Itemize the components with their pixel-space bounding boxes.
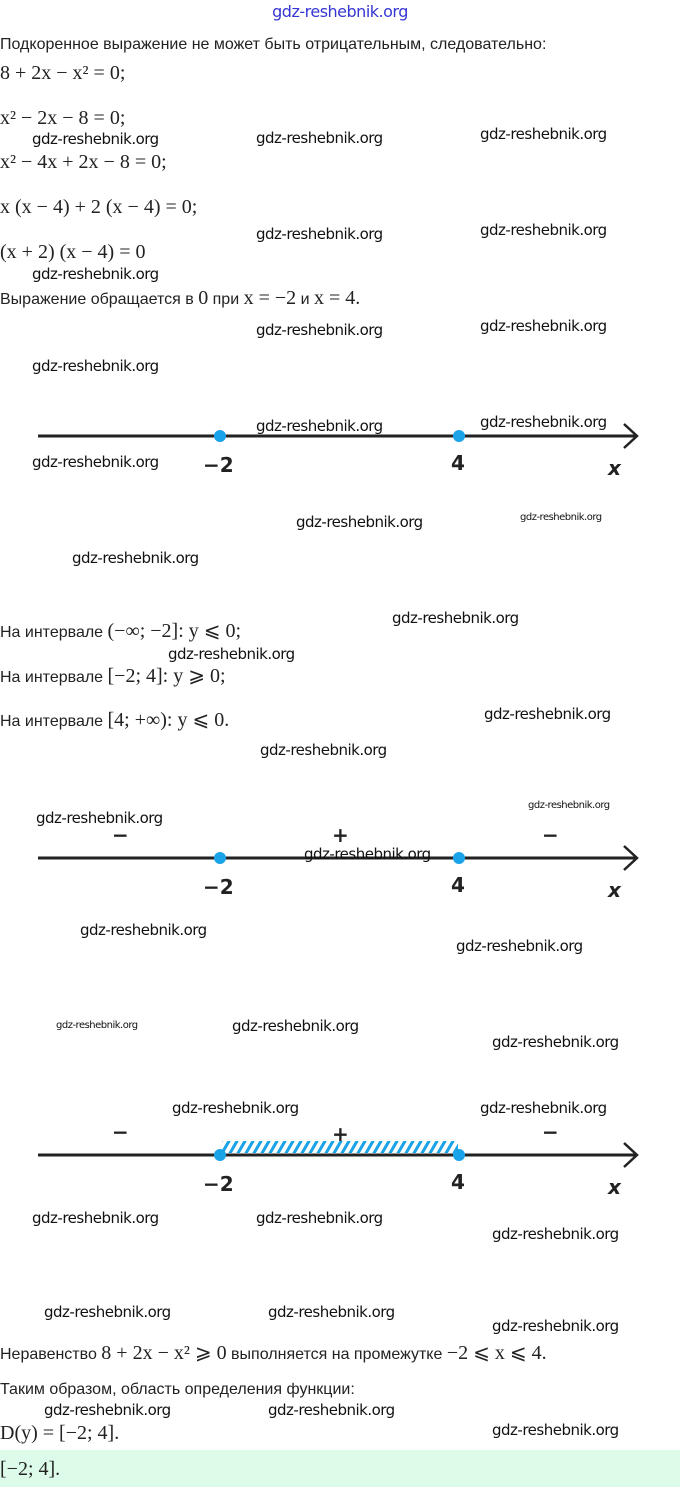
watermark: gdz-reshebnik.org — [520, 512, 602, 523]
watermark: gdz-reshebnik.org — [492, 1421, 619, 1439]
math: x = −2 — [243, 287, 297, 309]
text: и — [296, 291, 314, 308]
watermark: gdz-reshebnik.org — [304, 845, 431, 863]
watermark: gdz-reshebnik.org — [492, 1225, 619, 1243]
sign-2: + — [332, 1122, 349, 1146]
watermark: gdz-reshebnik.org — [32, 130, 159, 148]
watermark: gdz-reshebnik.org — [80, 921, 207, 939]
hatched-interval — [222, 1141, 458, 1153]
watermark: gdz-reshebnik.org — [32, 1209, 159, 1227]
label-minus-2: −2 — [203, 875, 234, 899]
watermark: gdz-reshebnik.org — [484, 705, 611, 723]
label-x: x — [607, 878, 622, 902]
watermark: gdz-reshebnik.org — [44, 1401, 171, 1419]
watermark: gdz-reshebnik.org — [528, 800, 610, 811]
watermark: gdz-reshebnik.org — [256, 417, 383, 435]
watermark: gdz-reshebnik.org — [32, 357, 159, 375]
interval-1: На интервале (−∞; −2]: y ⩽ 0; — [0, 620, 241, 644]
domain-result: D(y) = [−2; 4]. — [0, 1422, 120, 1444]
watermark: gdz-reshebnik.org — [480, 317, 607, 335]
axis-arrow — [623, 423, 639, 449]
point-4 — [453, 1149, 465, 1161]
label-minus-2: −2 — [203, 1172, 234, 1196]
watermark: gdz-reshebnik.org — [492, 1317, 619, 1335]
sign-2: + — [332, 823, 349, 847]
label-4: 4 — [451, 873, 465, 897]
watermark: gdz-reshebnik.org — [480, 125, 607, 143]
watermark: gdz-reshebnik.org — [260, 741, 387, 759]
watermark: gdz-reshebnik.org — [480, 1099, 607, 1117]
watermark: gdz-reshebnik.org — [268, 1401, 395, 1419]
equation-3: x² − 4x + 2x − 8 = 0; — [0, 151, 167, 173]
watermark: gdz-reshebnik.org — [72, 549, 199, 567]
sign-1: − — [112, 823, 129, 847]
watermark: gdz-reshebnik.org — [36, 809, 163, 827]
watermark: gdz-reshebnik.org — [256, 1209, 383, 1227]
watermark: gdz-reshebnik.org — [256, 129, 383, 147]
number-line-1: −2 4 x — [38, 423, 639, 480]
point-minus-2 — [214, 852, 226, 864]
conclusion-text: Таким образом, область определения функц… — [0, 1381, 355, 1398]
label-x: x — [607, 1175, 622, 1199]
equation-4: x (x − 4) + 2 (x − 4) = 0; — [0, 196, 198, 218]
watermark: gdz-reshebnik.org — [44, 1303, 171, 1321]
interval-3: На интервале [4; +∞): y ⩽ 0. — [0, 709, 229, 733]
label-minus-2: −2 — [203, 453, 234, 477]
watermark: gdz-reshebnik.org — [480, 221, 607, 239]
watermark: gdz-reshebnik.org — [168, 645, 295, 663]
watermark: gdz-reshebnik.org — [232, 1017, 359, 1035]
sign-1: − — [112, 1120, 129, 1144]
equation-5: (x + 2) (x − 4) = 0 — [0, 241, 146, 263]
label-4: 4 — [451, 451, 465, 475]
equation-1: 8 + 2x − x² = 0; — [0, 62, 126, 84]
text: выполняется на промежутке — [226, 1346, 447, 1363]
text: На интервале — [0, 624, 108, 641]
answer-box: [−2; 4]. — [0, 1450, 680, 1487]
text: На интервале — [0, 669, 108, 686]
math: −2 ⩽ x ⩽ 4. — [446, 1342, 547, 1364]
equation-2: x² − 2x − 8 = 0; — [0, 107, 126, 129]
watermark: gdz-reshebnik.org — [480, 413, 607, 431]
text: при — [208, 291, 244, 308]
watermark: gdz-reshebnik.org — [456, 937, 583, 955]
math: [−2; 4]: y ⩾ 0; — [107, 665, 226, 687]
interval-2: На интервале [−2; 4]: y ⩾ 0; — [0, 665, 226, 689]
zeros-text: Выражение обращается в 0 при x = −2 и x … — [0, 287, 360, 311]
watermark: gdz-reshebnik.org — [268, 1303, 395, 1321]
point-4 — [453, 852, 465, 864]
math: 8 + 2x − x² ⩾ 0 — [101, 1342, 227, 1364]
watermark: gdz-reshebnik.org — [296, 513, 423, 531]
answer-text: [−2; 4]. — [0, 1458, 61, 1480]
number-line-2: − + − −2 4 x — [38, 823, 639, 902]
point-minus-2 — [214, 1149, 226, 1161]
site-header-link[interactable]: gdz-reshebnik.org — [272, 2, 408, 21]
text: Неравенство — [0, 1346, 102, 1363]
watermark: gdz-reshebnik.org — [56, 1020, 138, 1031]
text: На интервале — [0, 713, 108, 730]
number-line-3: − + − −2 4 x — [38, 1120, 639, 1199]
math: x = 4. — [313, 287, 361, 309]
watermark: gdz-reshebnik.org — [32, 453, 159, 471]
sign-3: − — [542, 1120, 559, 1144]
watermark: gdz-reshebnik.org — [392, 609, 519, 627]
watermark: gdz-reshebnik.org — [256, 225, 383, 243]
intro-text: Подкоренное выражение не может быть отри… — [0, 36, 547, 53]
math: 0 — [198, 287, 209, 309]
sign-3: − — [542, 823, 559, 847]
math: [4; +∞): y ⩽ 0. — [107, 709, 230, 731]
watermark: gdz-reshebnik.org — [172, 1099, 299, 1117]
text: Выражение обращается в — [0, 291, 199, 308]
watermark: gdz-reshebnik.org — [32, 265, 159, 283]
inequality-text: Неравенство 8 + 2x − x² ⩾ 0 выполняется … — [0, 1342, 547, 1366]
watermark: gdz-reshebnik.org — [492, 1033, 619, 1051]
label-4: 4 — [451, 1170, 465, 1194]
watermark: gdz-reshebnik.org — [256, 321, 383, 339]
label-x: x — [607, 456, 622, 480]
math: (−∞; −2]: y ⩽ 0; — [107, 620, 242, 642]
point-4 — [453, 430, 465, 442]
point-minus-2 — [214, 430, 226, 442]
